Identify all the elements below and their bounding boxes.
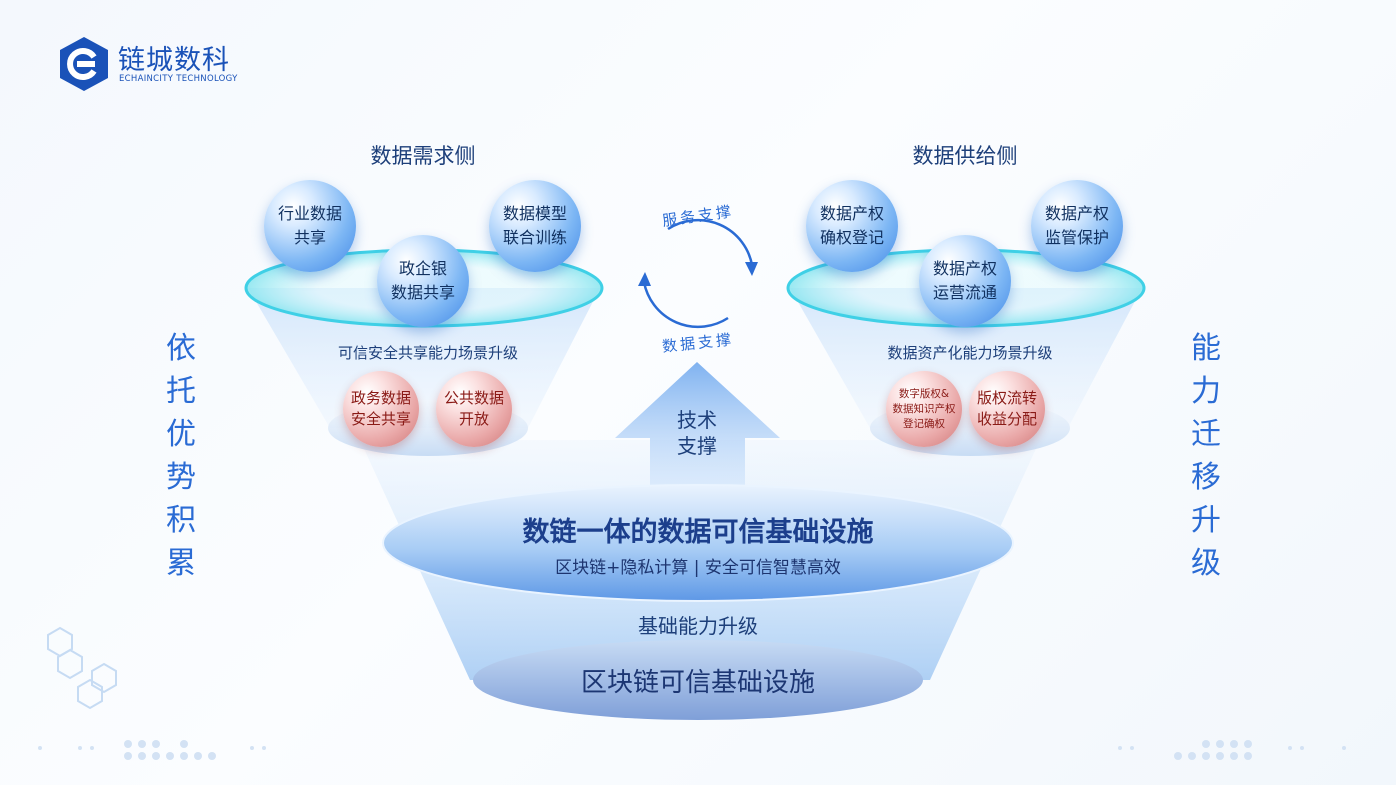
cycle-arrowhead-right: [745, 262, 758, 276]
supply-scenario-label: 数据资产化能力场景升级: [887, 344, 1053, 362]
logo-name-cn: 链城数科: [118, 45, 230, 76]
base-disc: [473, 640, 923, 720]
left-funnel: [248, 288, 600, 428]
demand-sphere-industry-sharing: 行业数据 共享: [264, 180, 356, 272]
core-title: 数链一体的数据可信基础设施: [522, 517, 874, 548]
cycle-arrows: [642, 218, 754, 329]
hexagon-e-logo-icon: [60, 37, 108, 91]
decorative-dots: [38, 740, 1346, 760]
supply-sphere-operation: 数据产权 运营流通: [919, 235, 1011, 327]
base-upgrade-label: 基础能力升级: [638, 614, 758, 638]
demand-scenario-label: 可信安全共享能力场景升级: [337, 344, 518, 362]
demand-sphere-gov-bank-sharing: 政企银 数据共享: [377, 235, 469, 327]
scenario-copyright-revenue: 版权流转 收益分配: [969, 371, 1045, 447]
tech-support-arrow: [615, 362, 780, 505]
decorative-hexagons: [47, 626, 117, 710]
demand-sphere-model-training: 数据模型 联合训练: [489, 180, 581, 272]
core-subtitle: 区块链+隐私计算 | 安全可信智慧高效: [555, 558, 841, 578]
supply-side-title: 数据供给侧: [912, 144, 1018, 168]
scenario-public-data-open: 公共数据 开放: [436, 371, 512, 447]
left-vertical-title: 依 托 优 势 积 累: [166, 331, 196, 581]
supply-sphere-supervision: 数据产权 监管保护: [1031, 180, 1123, 272]
right-funnel: [790, 288, 1142, 428]
core-disc: [382, 484, 1014, 602]
right-vertical-title: 能 力 迁 移 升 级: [1191, 331, 1221, 581]
scenario-gov-data-sharing: 政务数据 安全共享: [343, 371, 419, 447]
logo-name-en: ECHAINCITY TECHNOLOGY: [119, 74, 238, 84]
cycle-arrowhead-left: [638, 272, 651, 286]
supply-sphere-registration: 数据产权 确权登记: [806, 180, 898, 272]
scenario-copyright-registration: 数字版权& 数据知识产权 登记确权: [886, 371, 962, 447]
demand-side-title: 数据需求侧: [370, 144, 476, 168]
base-title: 区块链可信基础设施: [580, 668, 815, 698]
tech-support-label: 技术 支撑: [677, 408, 717, 458]
